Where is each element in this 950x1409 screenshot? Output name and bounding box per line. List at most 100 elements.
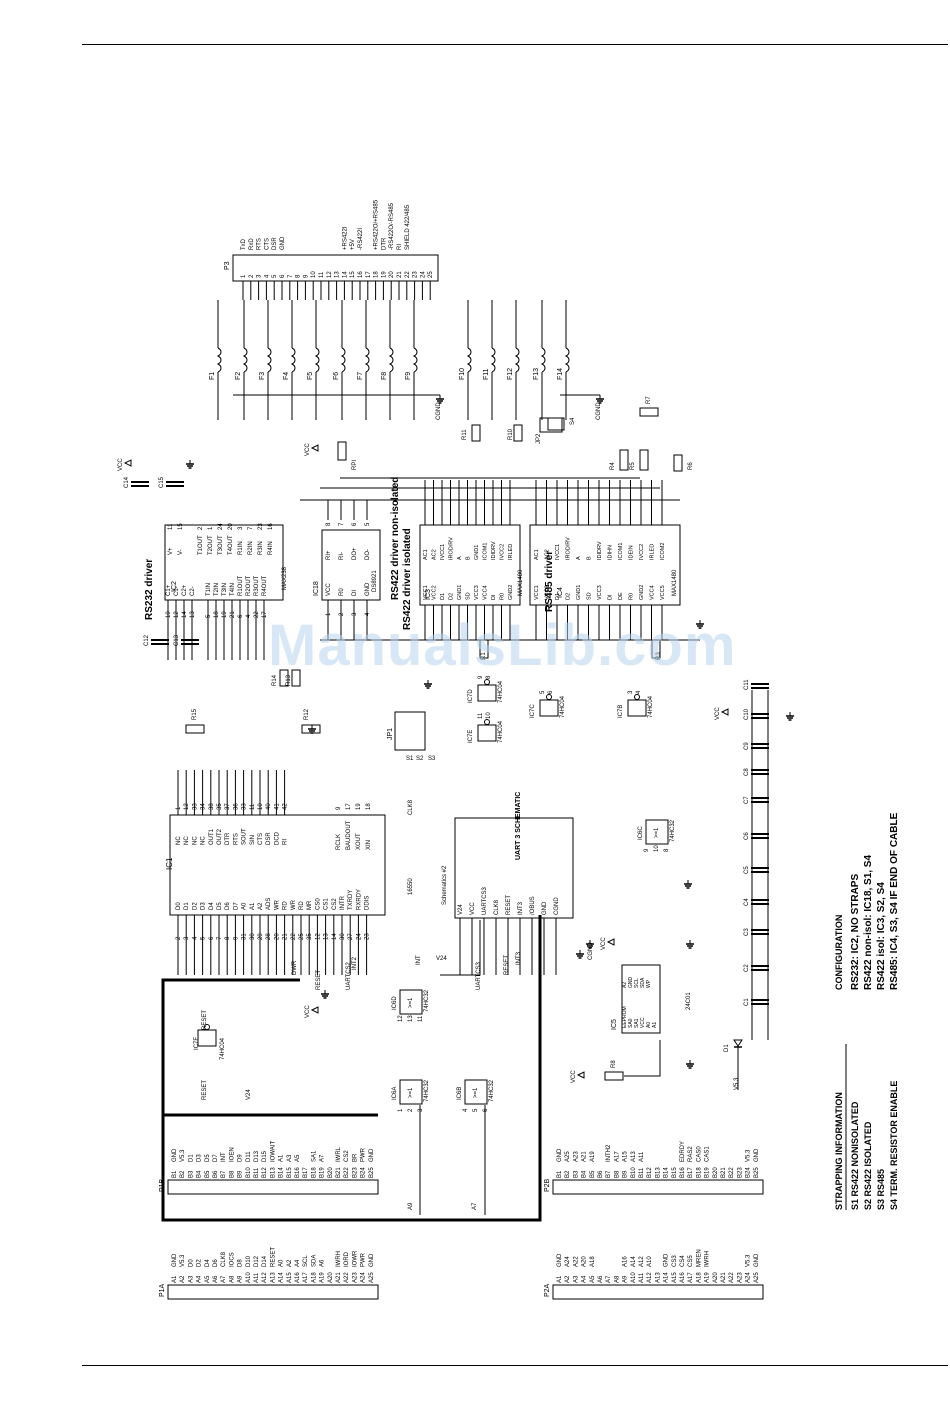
p3-pin-number: 2 [249,274,255,278]
ic5-pin-label: SDA [640,977,646,988]
gate-ref: IC7B [618,705,624,718]
p2a-connector-pin: A15 [672,1272,678,1283]
ic3-pin-label: IDIDRV [491,541,497,560]
p1b-connector-signal: A5 [295,1154,301,1162]
gate-ref: IC7F [194,1037,200,1050]
p2b-connector-pin: B3 [573,1170,579,1178]
ic5-pin-label: EEPROM [622,1006,628,1028]
ic18-pin-number: 2 [339,612,345,616]
p1a-connector-pin: A10 [246,1272,252,1283]
orgate-ic6a [399,1079,423,1105]
p1a-connector-pin: A1 [172,1275,178,1283]
p1a-connector-pin: A25 [369,1272,375,1283]
p1a-connector-pin: A12 [262,1272,268,1283]
ic4-pin-label: R0 [629,593,635,600]
ic3-pin-label: D2 [449,593,455,600]
ic4-pin-label: GND1 [576,585,582,600]
gate-ref: IC7D [468,689,474,703]
ic4-pin-label: ICOM1 [618,543,624,560]
p1b-connector-pin: B1 [172,1170,178,1178]
fuse-f6 [340,347,346,373]
gate-part: 74HC04 [560,695,566,718]
p2a-connector-pin: A9 [623,1275,629,1283]
ic1-pin-number: 25 [299,933,305,940]
p2a-connector-signal: MREN [696,1249,702,1267]
ic3-pin-label: GND1 [474,545,480,560]
ic1-pin-number: 5 [201,936,207,940]
p1a-connector-signal: GND [369,1253,375,1267]
vcc-arrow-icon [123,459,132,467]
fuse-label: F1 [209,372,216,380]
ic1-pin-label: NC [176,836,182,845]
capacitor-label: C10 [744,708,750,720]
p2a-connector-signal: A14 [631,1256,637,1267]
ic5-pin-label: SA1 [634,1018,640,1028]
p1a-connector-signal: IORD [344,1251,350,1267]
p2b-connector-pin: B24 [746,1167,752,1178]
p1b-connector-signal: A7 [320,1154,326,1162]
p2b-connector-signal: A11 [639,1151,645,1162]
p1a-connector-signal: GND [172,1253,178,1267]
ic1-pin-label: DSR [266,832,272,845]
p1a-connector-pin: A4 [197,1275,203,1283]
orgate-pin: 9 [644,848,650,852]
p2b-connector-pin: B19 [705,1167,711,1178]
orgate-part: 74HC32 [489,1079,495,1102]
vcc-arrow-icon [576,1071,585,1079]
p1b-connector-signal: D15 [262,1150,268,1162]
ic3-pin-label: R0 [500,593,506,600]
p2a-connector-signal: V5.3 [746,1254,752,1267]
resistor-r14 [279,669,289,687]
p3-pin-number: 20 [389,271,395,278]
ic2-pin-number: 3 [238,526,244,530]
p2b-connector-pin: B2 [565,1170,571,1178]
gate-ic7c [539,699,559,717]
ic3-pin-label: DI [491,594,497,600]
ic4-pin-label: IRLED [650,544,656,560]
component-layer [123,254,764,1300]
p3-pin-number: 7 [288,274,294,278]
ic1-ref: IC1 [165,857,174,870]
ic1-pin-label: D7 [233,902,239,910]
p2a-connector-pin: A25 [754,1272,760,1283]
p2b-connector-signal: A19 [590,1151,596,1162]
orgate-ref: IC6A [392,1087,398,1100]
ic1-pin-label: RXRDY [356,889,362,910]
resistor-label: R15 [192,708,198,720]
ic1-pin-label: RI [283,839,289,845]
p1b-connector-signal: INT [221,1152,227,1162]
ic4-pin-label: DI [608,594,614,600]
p1a-connector-signal: SDA [311,1255,317,1267]
p1b-connector-signal: PWR [361,1147,367,1162]
p3-pin-number: 3 [257,274,263,278]
ic5-pin-label: SA0 [628,1018,634,1028]
ic1-pin-number: 7 [217,936,223,940]
ic2-pin-label: C1+ [166,584,172,596]
ic3-pin-label: VCC3 [474,585,480,600]
jp1-switch-block [394,711,426,751]
ic1-pin-number: 35 [217,803,223,810]
p1b-connector-pin: B4 [197,1170,203,1178]
ic1-pin-label: A0 [242,902,248,910]
ic18-pin-label: DO+ [352,547,358,560]
ic18-title: RS422 driver non-isolated [390,477,401,600]
p1a-connector-pin: A13 [270,1272,276,1283]
s3-label: S3 [428,756,436,762]
uart3-pin-label: /OBUS [530,896,536,915]
p1a-connector-pin: A2 [180,1275,186,1283]
ic2-pin-number: 23 [258,523,264,530]
net-label: UARTCS3 [476,961,482,990]
gate-pin: 5 [540,690,546,694]
p2a-connector-pin: A1 [557,1275,563,1283]
ic18-pin-label: DI [352,590,358,596]
p1a-connector-pin: A5 [205,1275,211,1283]
fuse-label: F10 [459,368,466,380]
ic1-pin-label: D3 [201,902,207,910]
uart3-sheet: Schematics #2 [442,865,448,905]
ic1-pin-number: 21 [283,933,289,940]
p2a-connector-pin: A13 [655,1272,661,1283]
capacitor-label: C3 [744,928,750,936]
p1b-connector-pin: B5 [205,1170,211,1178]
fuse-label: F6 [333,372,340,380]
v53-label: V5.3 [734,1077,740,1090]
